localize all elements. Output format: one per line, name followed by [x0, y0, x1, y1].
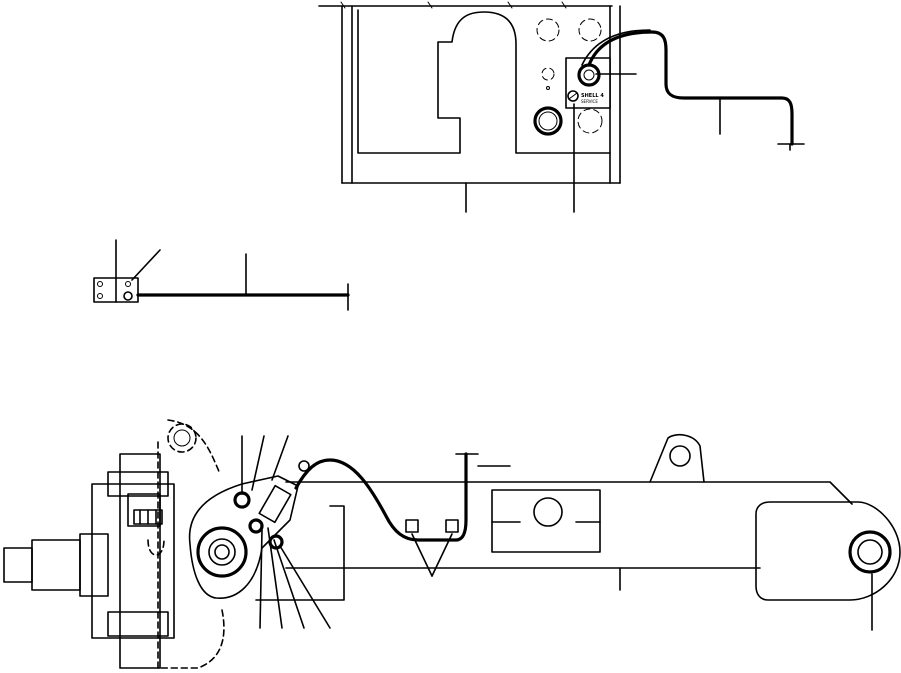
top-view: SHELL 4 SERVICE [318, 1, 805, 213]
axle-assembly [3, 419, 901, 669]
brake-housing [91, 453, 175, 669]
bracket-detail [93, 239, 350, 311]
remote-fitting-plate: SHELL 4 SERVICE [565, 57, 611, 109]
decal-line-2: SERVICE [581, 99, 598, 104]
spindle [3, 533, 109, 597]
slack-adjuster [188, 475, 299, 599]
grease-hose [587, 30, 794, 146]
decal-line-1: SHELL 4 [581, 93, 604, 99]
axle-body [255, 433, 901, 601]
leader-lines-bottom [241, 435, 873, 631]
panel-cutout [357, 9, 611, 154]
dashed-hidden-lines [147, 419, 225, 669]
leader-lines-top [465, 73, 721, 213]
grease-line [294, 452, 479, 542]
hole-pattern [533, 18, 603, 136]
